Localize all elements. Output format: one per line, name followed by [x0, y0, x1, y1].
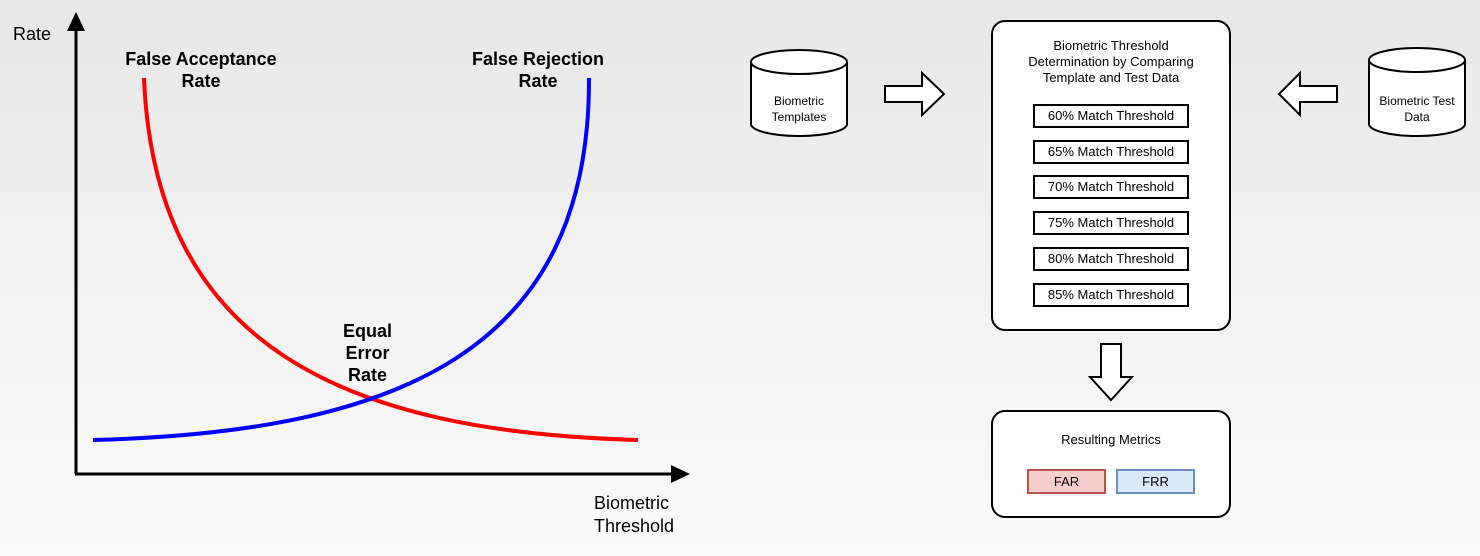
- far-metric: FAR: [1027, 469, 1106, 494]
- arrow-down: [1087, 343, 1135, 402]
- far-label-line2: Rate: [181, 71, 221, 91]
- far-curve: [142, 77, 639, 442]
- resulting-metrics-box: Resulting Metrics: [991, 410, 1231, 518]
- test-data-label-line1: Biometric Test: [1379, 94, 1455, 108]
- templates-cylinder: [750, 49, 848, 137]
- test-data-label: Biometric Test Data: [1367, 93, 1467, 125]
- far-label-line1: False Acceptance: [125, 49, 277, 69]
- x-axis-label-line1: Biometric: [594, 493, 670, 513]
- frr-metric: FRR: [1116, 469, 1195, 494]
- threshold-item-80: 80% Match Threshold: [1033, 247, 1189, 271]
- threshold-box-title-line1: Biometric Threshold: [1053, 38, 1169, 53]
- test-data-label-line2: Data: [1404, 110, 1430, 124]
- x-axis-arrowhead: [671, 465, 690, 483]
- results-title: Resulting Metrics: [1061, 432, 1161, 447]
- x-axis-label: Biometric Threshold: [594, 492, 674, 538]
- templates-label-line1: Biometric: [773, 94, 824, 108]
- far-label: False Acceptance Rate: [101, 48, 301, 92]
- arrow-left: [1277, 70, 1338, 118]
- threshold-box-title-line2: Determination by Comparing: [1028, 54, 1194, 69]
- eer-label-line1: Equal: [342, 321, 392, 341]
- threshold-item-60: 60% Match Threshold: [1033, 104, 1189, 128]
- y-axis-label: Rate: [13, 24, 52, 44]
- test-data-cylinder: [1368, 47, 1466, 137]
- frr-label: False Rejection Rate: [443, 48, 633, 92]
- threshold-item-75: 75% Match Threshold: [1033, 211, 1189, 235]
- threshold-item-70: 70% Match Threshold: [1033, 175, 1189, 199]
- x-axis-label-line2: Threshold: [594, 516, 675, 536]
- threshold-box-title: Biometric Threshold Determination by Com…: [993, 38, 1229, 86]
- frr-label-line2: Rate: [518, 71, 558, 91]
- frr-curve: [92, 77, 592, 442]
- eer-label-line3: Rate: [347, 365, 387, 385]
- eer-label: Equal Error Rate: [320, 320, 415, 386]
- templates-label: Biometric Templates: [751, 93, 847, 125]
- threshold-box-title-line3: Template and Test Data: [1042, 70, 1180, 85]
- frr-label-line1: False Rejection: [471, 49, 605, 69]
- eer-label-line2: Error: [345, 343, 390, 363]
- y-axis-arrowhead: [67, 12, 85, 31]
- threshold-item-85: 85% Match Threshold: [1033, 283, 1189, 307]
- threshold-item-65: 65% Match Threshold: [1033, 140, 1189, 164]
- templates-label-line2: Templates: [771, 110, 827, 124]
- arrow-right: [884, 70, 946, 118]
